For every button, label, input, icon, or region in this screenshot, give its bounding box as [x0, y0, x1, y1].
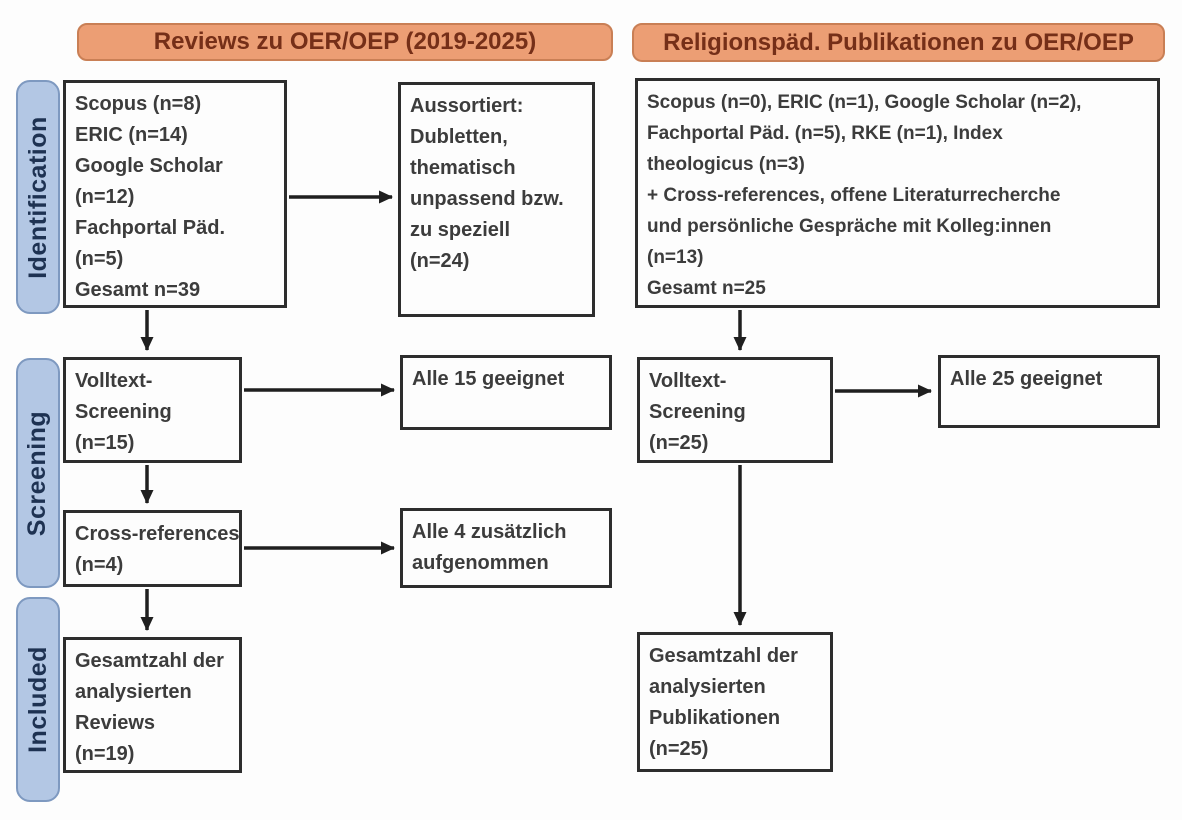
node-left-crossref-result: Alle 4 zusätzlich aufgenommen: [400, 508, 612, 588]
node-right-fulltext-result: Alle 25 geeignet: [938, 355, 1160, 428]
node-left-fulltext-result: Alle 15 geeignet: [400, 355, 612, 430]
node-left-included-total: Gesamtzahl der analysierten Reviews (n=1…: [63, 637, 242, 773]
node-right-sources: Scopus (n=0), ERIC (n=1), Google Scholar…: [635, 78, 1160, 308]
stage-label-included: Included: [16, 597, 60, 802]
stage-label-screening-text: Screening: [23, 410, 52, 536]
column-header-right: Religionspäd. Publikationen zu OER/OEP: [632, 23, 1165, 62]
node-left-sources: Scopus (n=8) ERIC (n=14) Google Scholar …: [63, 80, 287, 308]
stage-label-identification: Identification: [16, 80, 60, 314]
node-right-included-total: Gesamtzahl der analysierten Publikatione…: [637, 632, 833, 772]
stage-label-identification-text: Identification: [23, 115, 52, 279]
stage-label-screening: Screening: [16, 358, 60, 588]
column-header-left: Reviews zu OER/OEP (2019-2025): [77, 23, 613, 61]
node-left-excluded: Aussortiert: Dubletten, thematisch unpas…: [398, 82, 595, 317]
node-right-fulltext-screening: Volltext- Screening (n=25): [637, 357, 833, 463]
node-left-crossref: Cross-references (n=4): [63, 510, 242, 587]
stage-label-included-text: Included: [23, 646, 52, 753]
node-left-fulltext-screening: Volltext- Screening (n=15): [63, 357, 242, 463]
